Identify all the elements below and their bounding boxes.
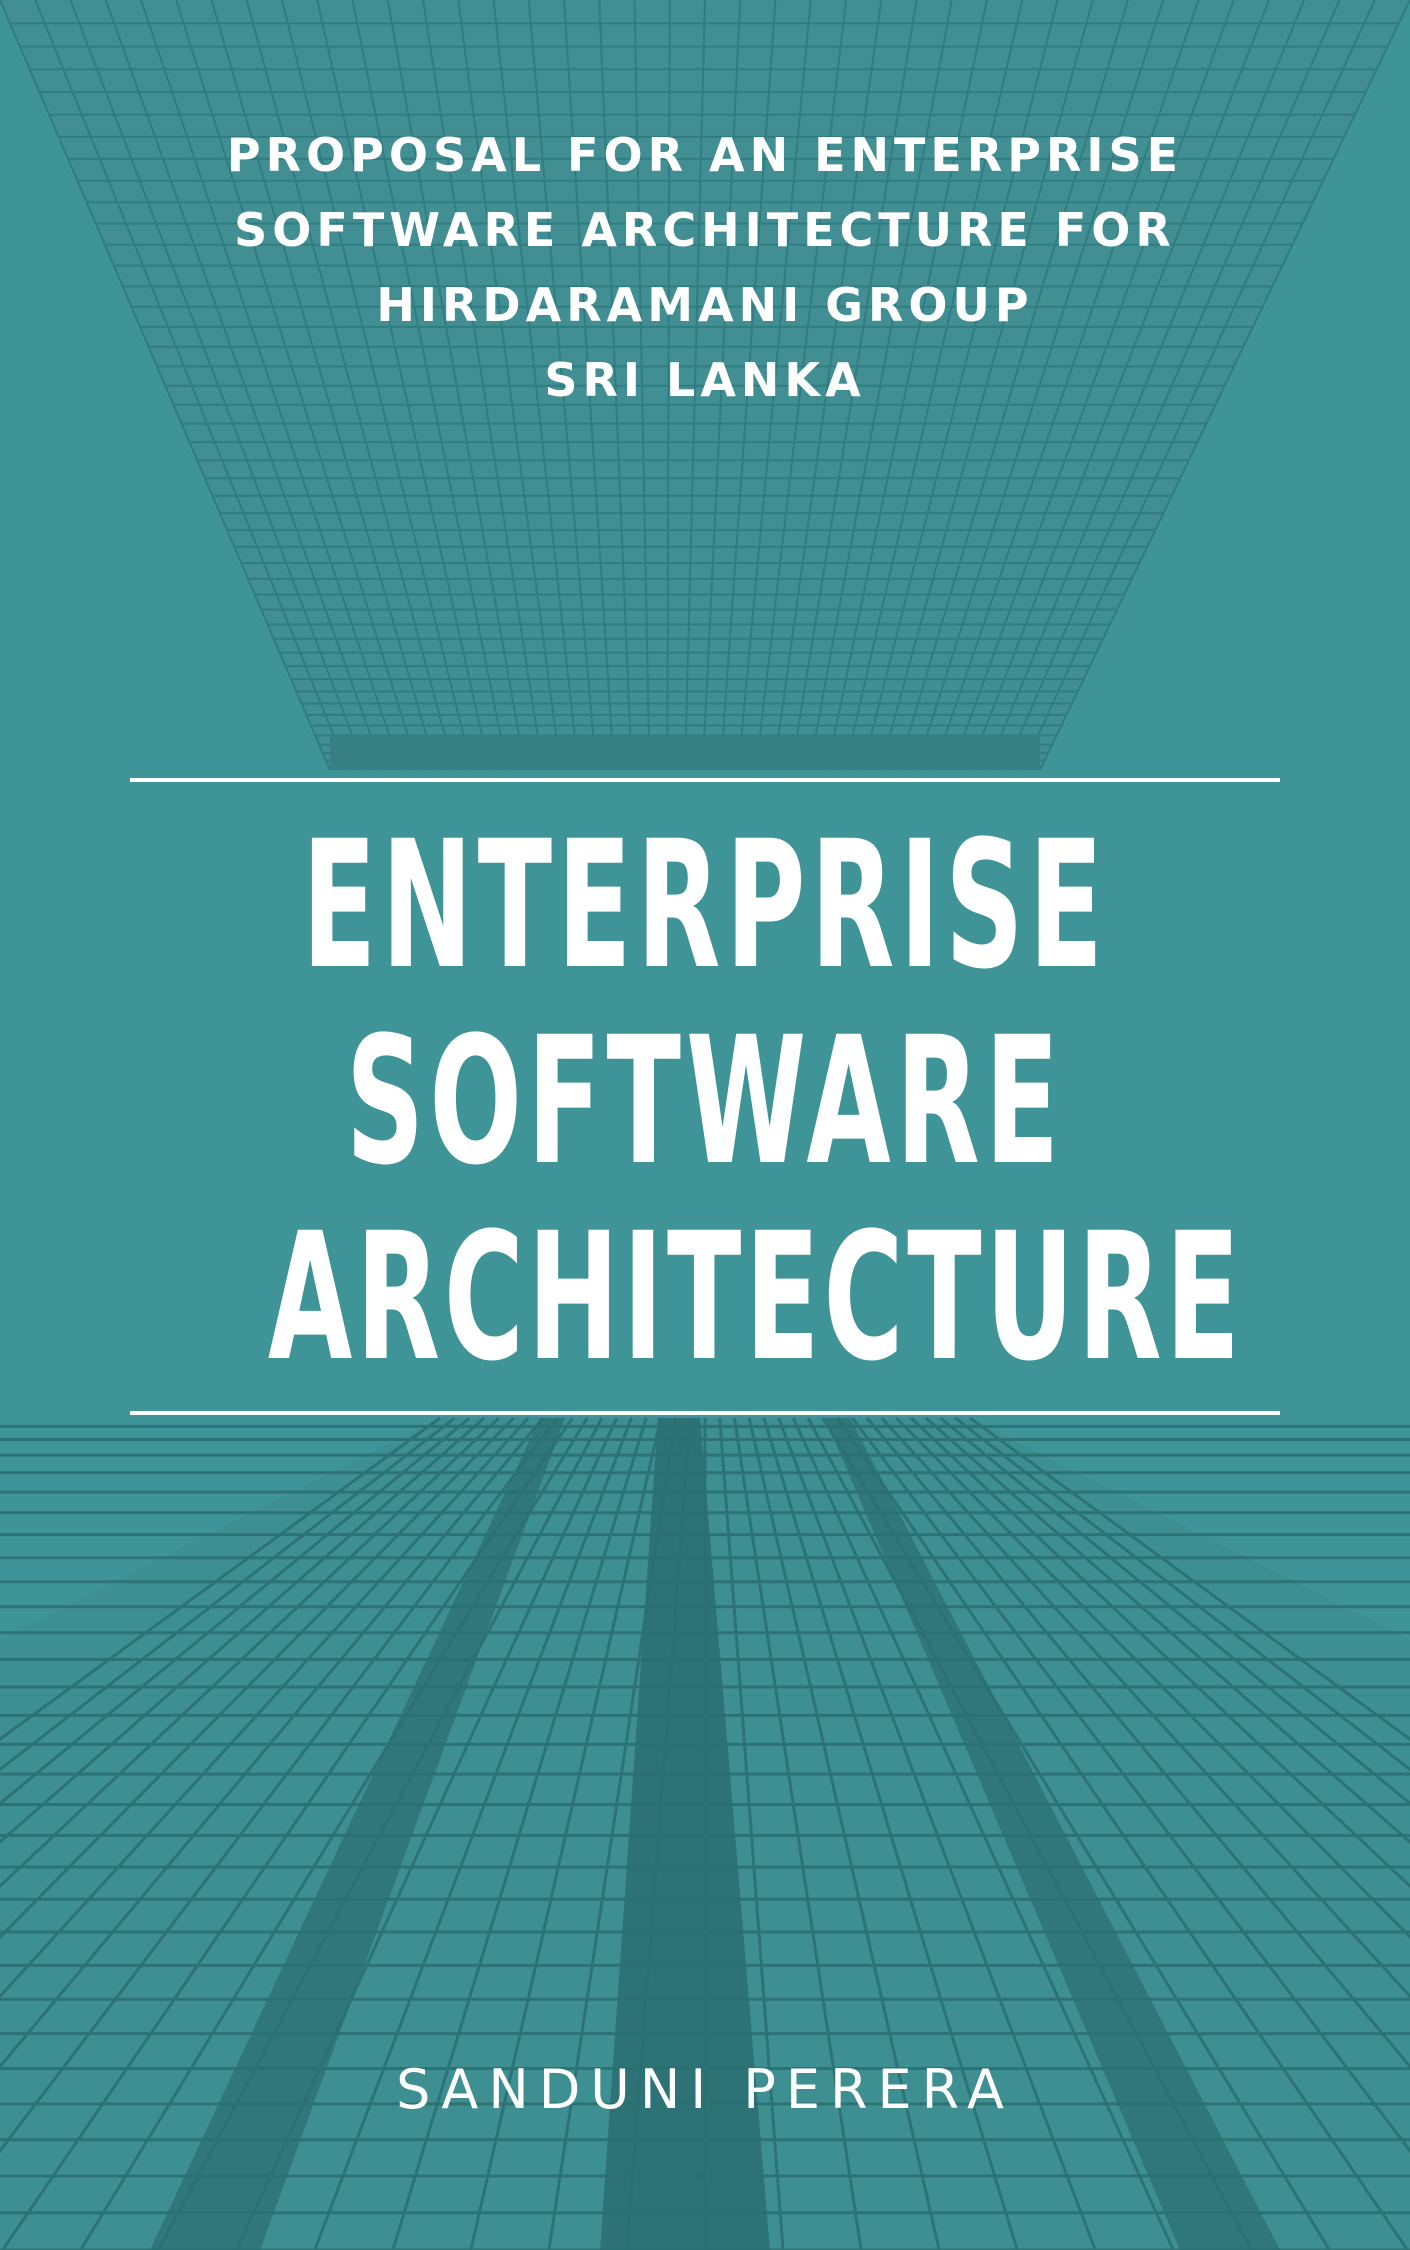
book-title: ENTERPRISE SOFTWARE ARCHITECTURE: [0, 808, 1410, 1396]
subtitle-line: PROPOSAL FOR AN ENTERPRISE: [226, 128, 1184, 182]
subtitle-line: SRI LANKA: [544, 353, 866, 407]
bottom-divider: [130, 1411, 1280, 1415]
subtitle-line: HIRDARAMANI GROUP: [376, 278, 1034, 332]
top-divider: [130, 778, 1280, 782]
title-line: ENTERPRISE: [301, 803, 1109, 1008]
title-line: SOFTWARE: [345, 999, 1065, 1204]
subtitle-line: SOFTWARE ARCHITECTURE FOR: [234, 203, 1176, 257]
author-name: SANDUNI PERERA: [396, 2058, 1014, 2121]
title-line: ARCHITECTURE: [267, 1195, 1244, 1400]
subtitle: PROPOSAL FOR AN ENTERPRISE SOFTWARE ARCH…: [0, 118, 1410, 418]
